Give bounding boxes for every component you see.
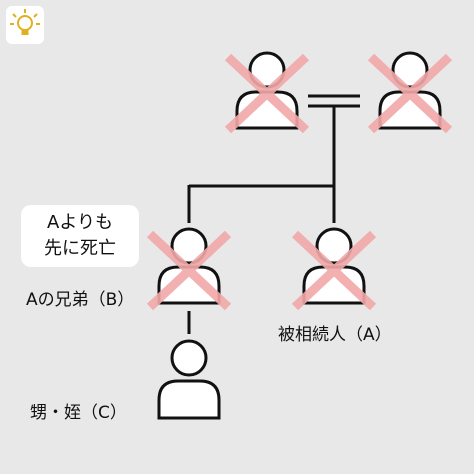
person-icon bbox=[302, 227, 366, 305]
person-parent-right bbox=[367, 51, 453, 134]
lightbulb-icon bbox=[10, 9, 40, 35]
label-sibling-b: Aの兄弟（B） bbox=[26, 290, 135, 310]
person-nephew-niece-c bbox=[157, 339, 221, 420]
cross-mark-icon bbox=[291, 230, 377, 311]
label-nephew-niece-c: 甥・姪（C） bbox=[30, 403, 127, 423]
person-icon bbox=[157, 339, 221, 420]
logo bbox=[6, 6, 44, 44]
person-icon bbox=[378, 51, 442, 130]
person-parent-left bbox=[224, 51, 310, 134]
label-decedent-a: 被相続人（A） bbox=[278, 325, 392, 345]
cross-mark-icon bbox=[224, 53, 310, 134]
cross-mark-icon bbox=[146, 230, 232, 311]
person-decedent-a bbox=[291, 227, 377, 311]
cross-mark-icon bbox=[367, 53, 453, 134]
person-icon bbox=[157, 227, 221, 305]
person-sibling-b bbox=[146, 227, 232, 311]
person-icon bbox=[235, 51, 299, 130]
connector-lines bbox=[187, 94, 360, 334]
note-line-2: 先に死亡 bbox=[44, 238, 116, 259]
predeceased-note: Aよりも 先に死亡 bbox=[21, 205, 139, 267]
note-line-1: Aよりも bbox=[47, 212, 113, 233]
